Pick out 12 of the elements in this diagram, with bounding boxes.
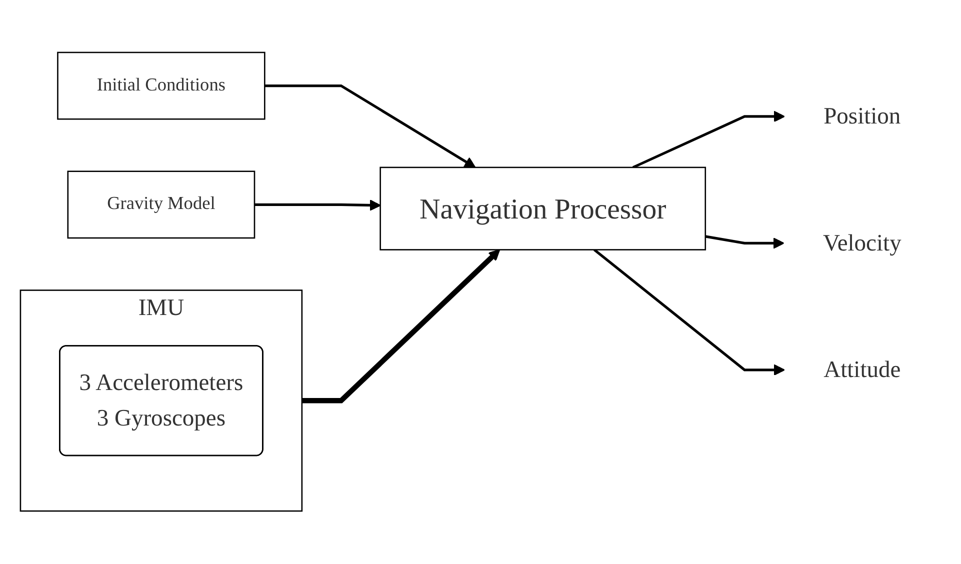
arrow xyxy=(254,200,381,212)
arrow xyxy=(593,248,785,376)
node-text: Position xyxy=(824,103,901,130)
arrow xyxy=(705,235,784,250)
node-text: Velocity xyxy=(822,230,902,256)
node-box: Initial Conditions xyxy=(57,52,266,120)
node-text: Attitude xyxy=(824,356,901,383)
node-box: Navigation Processor xyxy=(380,167,706,251)
arrow xyxy=(302,249,500,404)
node-box: Gravity Model xyxy=(67,170,256,239)
arrow xyxy=(632,110,785,169)
arrow xyxy=(264,84,476,168)
